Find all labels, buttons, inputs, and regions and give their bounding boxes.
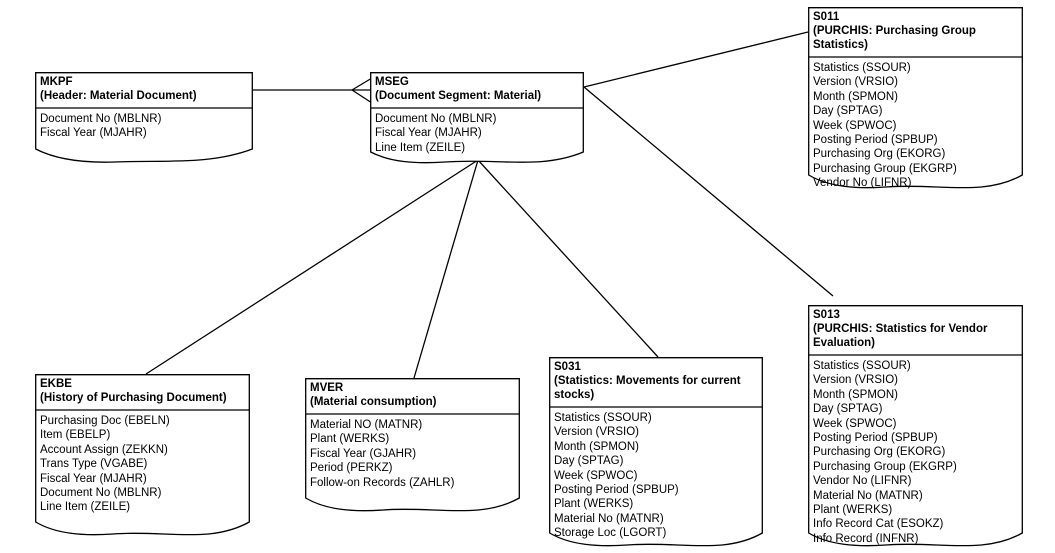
attribute: Info Record Cat (ESOKZ) — [813, 518, 944, 531]
attribute: Plant (WERKS) — [554, 498, 634, 511]
attribute: Item (EBELP) — [40, 429, 111, 442]
attribute: Month (SPMON) — [554, 440, 639, 453]
attribute: Document No (MBLNR) — [40, 487, 162, 500]
entity-s031[interactable]: S031 (Statistics: Movements for current … — [549, 357, 763, 553]
attribute: Version (VRSIO) — [554, 426, 639, 439]
entity-s031-attributes: Statistics (SSOUR) Version (VRSIO) Month… — [549, 407, 763, 541]
entity-ekbe-shape — [35, 374, 250, 536]
attribute: Plant (WERKS) — [310, 433, 390, 446]
entity-mkpf-header: MKPF (Header: Material Document) — [35, 72, 253, 108]
entity-mkpf-shape — [35, 72, 253, 163]
entity-s011-attributes: Statistics (SSOUR) Version (VRSIO) Month… — [808, 57, 1023, 191]
entity-mseg-description: (Document Segment: Material) — [375, 90, 542, 103]
entity-mver-header: MVER (Material consumption) — [305, 378, 520, 414]
crowsfoot-mseg-left-lower — [351, 89, 373, 104]
attribute: Document No (MBLNR) — [375, 113, 497, 125]
attribute: Material No (MATNR) — [554, 512, 664, 525]
edge-mseg-ekbe — [145, 159, 479, 375]
attribute: Purchasing Group (EKGRP) — [813, 162, 957, 175]
entity-ekbe-header: EKBE (History of Purchasing Document) — [35, 374, 250, 410]
entity-s013[interactable]: S013 (PURCHIS: Statistics for Vendor Eva… — [808, 305, 1023, 553]
attribute: Version (VRSIO) — [813, 76, 898, 89]
entity-ekbe-name: EKBE — [40, 378, 72, 390]
entity-s013-description: (PURCHIS: Statistics for Vendor Evaluati… — [813, 323, 988, 350]
entity-mver-description: (Material consumption) — [310, 396, 437, 409]
entity-mseg[interactable]: MSEG (Document Segment: Material) Docume… — [370, 72, 584, 167]
edge-mseg-s031 — [477, 159, 659, 358]
entity-mkpf-name: MKPF — [40, 76, 73, 88]
entity-mkpf[interactable]: MKPF (Header: Material Document) Documen… — [35, 72, 253, 165]
entity-ekbe[interactable]: EKBE (History of Purchasing Document) Pu… — [35, 374, 250, 542]
attribute: Period (PERKZ) — [310, 462, 393, 475]
entity-mver-shape — [305, 378, 520, 512]
attribute: Day (SPTAG) — [813, 105, 883, 118]
entity-s011-shape — [808, 7, 1023, 189]
entity-s031-header: S031 (Statistics: Movements for current … — [549, 357, 763, 407]
entity-s031-description: (Statistics: Movements for current stock… — [554, 375, 741, 402]
attribute: Follow-on Records (ZAHLR) — [310, 476, 455, 489]
attribute: Line Item (ZEILE) — [375, 141, 466, 154]
attribute: Purchasing Org (EKORG) — [813, 148, 946, 161]
attribute: Purchasing Group (EKGRP) — [813, 460, 957, 473]
attribute: Week (SPWOC) — [554, 469, 638, 482]
entity-ekbe-description: (History of Purchasing Document) — [40, 392, 227, 405]
attribute: Line Item (ZEILE) — [40, 501, 131, 514]
attribute: Day (SPTAG) — [813, 403, 883, 416]
attribute: Vendor No (LIFNR) — [813, 475, 912, 488]
attribute: Posting Period (SPBUP) — [813, 134, 938, 147]
entity-mver-name: MVER — [310, 382, 344, 394]
entity-mseg-name: MSEG — [375, 76, 409, 88]
attribute: Document No (MBLNR) — [40, 113, 162, 125]
attribute: Statistics (SSOUR) — [554, 412, 652, 424]
attribute: Day (SPTAG) — [554, 455, 624, 468]
entity-mseg-header: MSEG (Document Segment: Material) — [370, 72, 584, 108]
attribute: Statistics (SSOUR) — [813, 360, 911, 372]
attribute: Material No (MATNR) — [813, 489, 923, 502]
attribute: Fiscal Year (MJAHR) — [375, 127, 482, 140]
entity-mkpf-description: (Header: Material Document) — [40, 90, 197, 103]
attribute: Month (SPMON) — [813, 388, 898, 401]
entity-mseg-shape — [370, 72, 584, 164]
entity-s013-header: S013 (PURCHIS: Statistics for Vendor Eva… — [808, 305, 1023, 355]
entity-mseg-attributes: Document No (MBLNR) Fiscal Year (MJAHR) … — [370, 108, 584, 155]
attribute: Fiscal Year (GJAHR) — [310, 447, 417, 460]
attribute: Statistics (SSOUR) — [813, 62, 911, 74]
attribute: Vendor No (LIFNR) — [813, 177, 912, 190]
edge-mseg-s013 — [583, 86, 834, 297]
entity-s011-name: S011 — [813, 11, 840, 23]
entity-s013-attributes: Statistics (SSOUR) Version (VRSIO) Month… — [808, 355, 1023, 546]
attribute: Week (SPWOC) — [813, 119, 897, 132]
entity-s031-shape — [549, 357, 763, 547]
entity-s011[interactable]: S011 (PURCHIS: Purchasing Group Statisti… — [808, 7, 1023, 192]
entity-mkpf-attributes: Document No (MBLNR) Fiscal Year (MJAHR) — [35, 108, 253, 141]
entity-s013-shape — [808, 305, 1023, 547]
attribute: Posting Period (SPBUP) — [813, 432, 938, 445]
edge-mseg-s011 — [583, 31, 809, 88]
entity-mver[interactable]: MVER (Material consumption) Material NO … — [305, 378, 520, 518]
entity-s013-name: S013 — [813, 309, 840, 321]
attribute: Info Record (INFNR) — [813, 532, 919, 545]
attribute: Account Assign (ZEKKN) — [40, 443, 168, 456]
attribute: Month (SPMON) — [813, 90, 898, 103]
attribute: Posting Period (SPBUP) — [554, 484, 679, 497]
attribute: Fiscal Year (MJAHR) — [40, 472, 147, 485]
attribute: Trans Type (VGABE) — [40, 458, 148, 471]
attribute: Week (SPWOC) — [813, 417, 897, 430]
attribute: Storage Loc (LGORT) — [554, 527, 667, 540]
entity-s011-description: (PURCHIS: Purchasing Group Statistics) — [813, 25, 976, 52]
entity-mver-attributes: Material NO (MATNR) Plant (WERKS) Fiscal… — [305, 414, 520, 490]
attribute: Fiscal Year (MJAHR) — [40, 127, 147, 140]
attribute: Purchasing Doc (EBELN) — [40, 415, 170, 427]
attribute: Material NO (MATNR) — [310, 419, 423, 431]
entity-s031-name: S031 — [554, 361, 581, 373]
attribute: Version (VRSIO) — [813, 374, 898, 387]
entity-ekbe-attributes: Purchasing Doc (EBELN) Item (EBELP) Acco… — [35, 410, 250, 515]
edge-mseg-mver — [413, 159, 479, 379]
attribute: Plant (WERKS) — [813, 504, 893, 517]
entity-s011-header: S011 (PURCHIS: Purchasing Group Statisti… — [808, 7, 1023, 57]
attribute: Purchasing Org (EKORG) — [813, 446, 946, 459]
crowsfoot-mseg-left-upper — [351, 77, 373, 91]
